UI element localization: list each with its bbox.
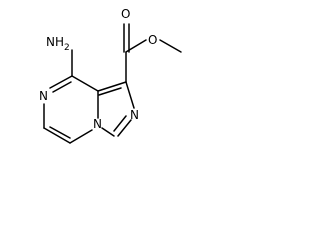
bond-c8-n7-a bbox=[49, 75, 73, 89]
atom-label-ester-o: O bbox=[148, 33, 157, 47]
bond-o-methyl bbox=[159, 39, 182, 53]
bonds bbox=[43, 23, 182, 144]
bond-c5-n4 bbox=[69, 129, 93, 144]
bond-c3-n4 bbox=[101, 127, 115, 137]
bond-c1-n2 bbox=[125, 81, 135, 109]
atom-label-n-right: N bbox=[130, 108, 139, 122]
amine-subscript: 2 bbox=[64, 43, 70, 53]
atom-label-n-bottom: N bbox=[93, 117, 102, 131]
atom-label-n-left: N bbox=[39, 89, 48, 103]
atom-label-amine: NH2 bbox=[46, 35, 70, 53]
bond-c1-c8a-double-a bbox=[97, 81, 127, 92]
bond-n2-c3-a bbox=[117, 119, 132, 137]
bond-c8-n7-b bbox=[52, 81, 72, 93]
amine-label-text: NH bbox=[46, 35, 64, 49]
bond-c6-c5-inner bbox=[49, 126, 71, 139]
atom-labels: NH2 N N N O O bbox=[39, 7, 157, 131]
atom-label-carbonyl-o: O bbox=[121, 7, 130, 21]
bond-c8a-c8 bbox=[71, 75, 99, 92]
bond-n2-c3-b bbox=[113, 115, 127, 132]
structure-canvas: NH2 N N N O O bbox=[0, 0, 184, 164]
bond-c1-c8a-double-b bbox=[98, 87, 122, 96]
bond-c6-c5 bbox=[43, 127, 71, 144]
molecule-diagram: NH2 N N N O O bbox=[39, 7, 182, 144]
